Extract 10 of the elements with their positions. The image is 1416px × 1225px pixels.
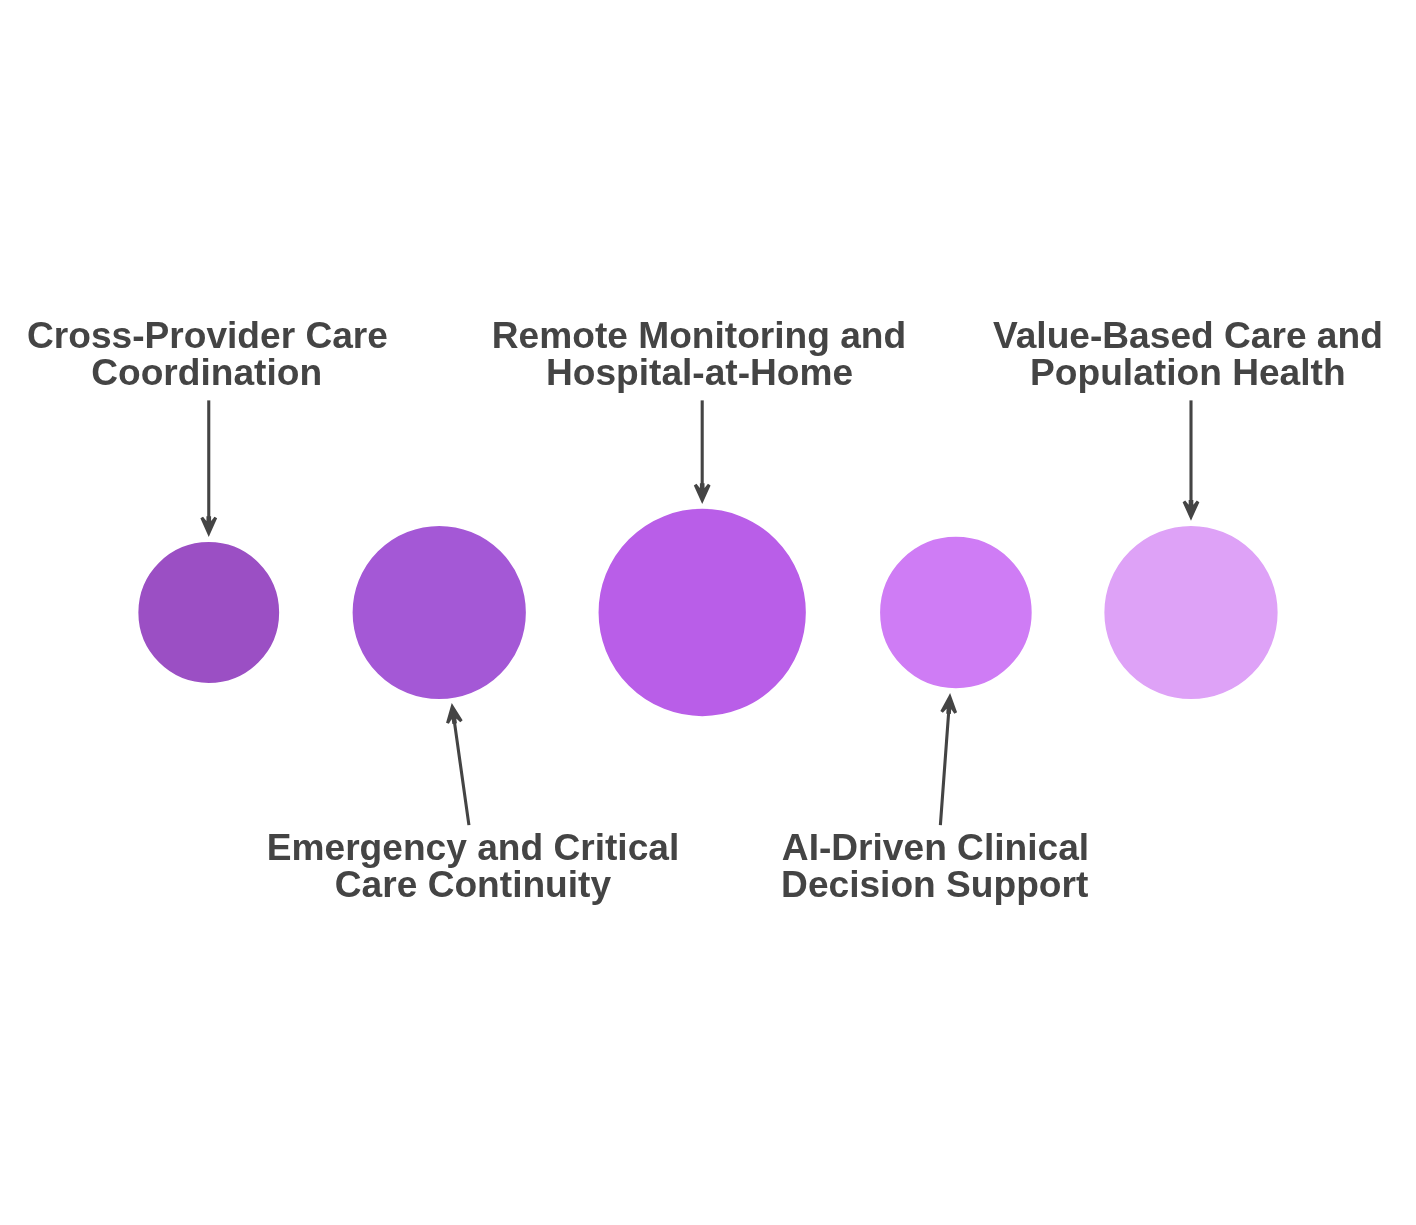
arrow [693,400,711,502]
node-text: Emergency and Critical Care Continuity [266,825,680,905]
node-text: Value-Based Care and Population Health [993,313,1383,393]
node-text: Remote Monitoring and Hospital-at-Home [491,313,907,393]
arrow [446,705,471,826]
node-text: Cross-Provider Care Coordination [27,313,388,393]
arrow [1182,400,1200,519]
node-text: AI-Driven Clinical Decision Support [781,825,1090,905]
arrow [938,695,958,826]
arrow [200,400,218,535]
